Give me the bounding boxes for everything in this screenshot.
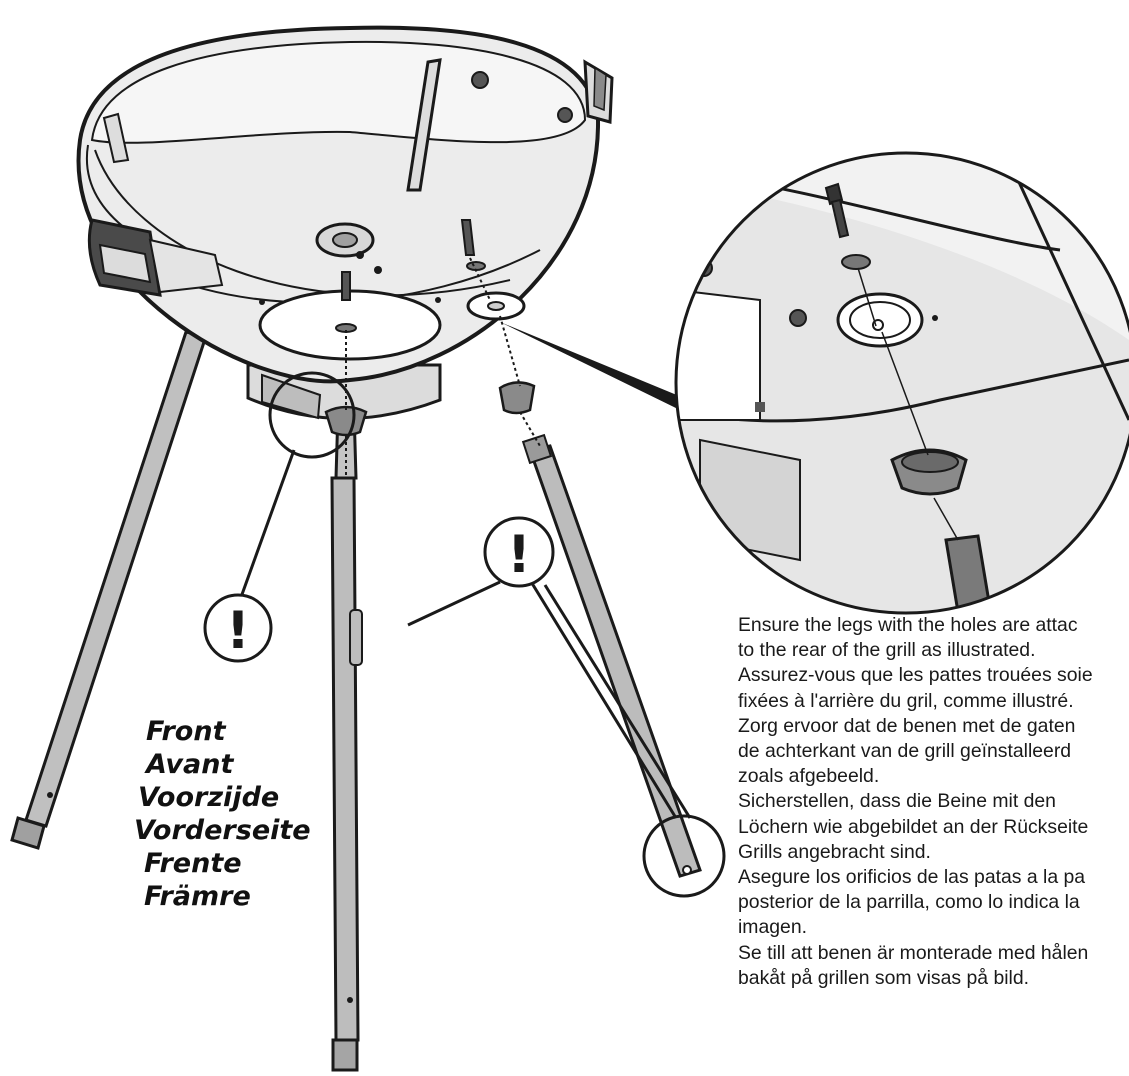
instruction-line: Se till att benen är monterade med hålen <box>738 941 1089 964</box>
instruction-line: bakåt på grillen som visas på bild. <box>738 966 1030 989</box>
front-label-de: Vorderseite <box>134 815 311 846</box>
callout-rear <box>407 579 726 898</box>
front-handle <box>87 218 224 297</box>
instruction-line: Grills angebracht sind. <box>738 840 931 863</box>
grill-bowl <box>76 25 601 384</box>
instruction-line: Assurez-vous que les pattes trouées soie <box>738 664 1093 687</box>
warning-badge-left: ! <box>203 593 273 663</box>
front-labels: Front Avant Voorzijde Vorderseite Frente… <box>132 715 311 913</box>
leg-cap-center <box>324 405 368 437</box>
instruction-line: fixées à l'arrière du gril, comme illust… <box>738 689 1074 712</box>
warning-badge-right: ! <box>483 516 555 588</box>
instruction-line: Asegure los orificios de las patas a la … <box>738 866 1086 889</box>
instruction-line: posterior de la parrilla, como lo indica… <box>738 891 1080 914</box>
rear-handle <box>583 59 614 124</box>
instruction-line: zoals afgebeeld. <box>738 765 880 788</box>
leg-cap-rear <box>498 381 536 415</box>
instruction-text: Ensure the legs with the holes are attac… <box>738 613 1129 991</box>
instruction-line: imagen. <box>738 916 807 939</box>
instruction-line: de achterkant van de grill geïnstalleerd <box>738 740 1072 763</box>
leg-rear <box>521 433 702 878</box>
instruction-line: Löchern wie abgebildet an der Rückseite <box>738 815 1089 838</box>
instruction-line: to the rear of the grill as illustrated. <box>738 639 1036 662</box>
warning-icon: ! <box>507 525 531 585</box>
callout-front <box>238 371 356 601</box>
front-label-nl: Voorzijde <box>138 782 280 813</box>
front-label-en: Front <box>146 716 226 747</box>
leg-front-center <box>330 476 363 1072</box>
front-label-fr: Avant <box>146 749 234 780</box>
front-label-sv: Främre <box>144 881 251 912</box>
assembly-guide-lines <box>345 257 541 478</box>
front-label-es: Frente <box>144 848 242 879</box>
instruction-line: Zorg ervoor dat de benen met de gaten <box>738 714 1076 737</box>
instruction-line: Ensure the legs with the holes are attac <box>738 614 1078 636</box>
instruction-line: Sicherstellen, dass die Beine mit den <box>738 790 1056 813</box>
warning-icon: ! <box>226 601 250 661</box>
detail-zoom <box>500 151 1129 615</box>
